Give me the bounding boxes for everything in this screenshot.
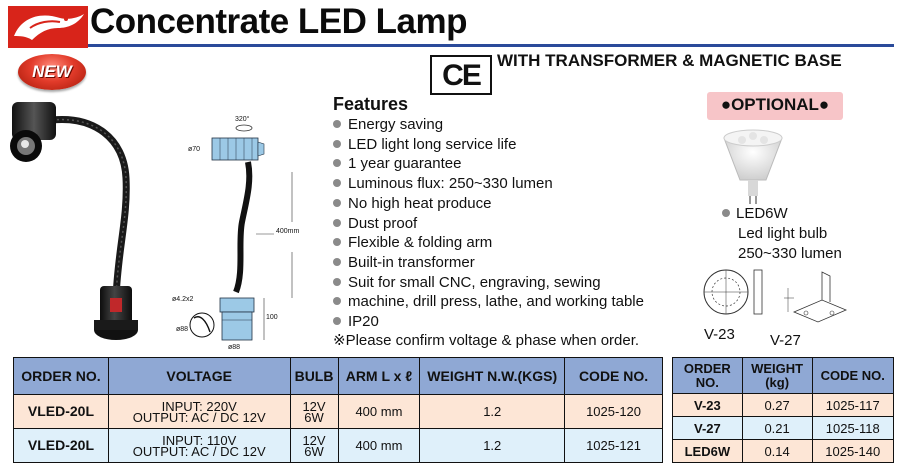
weight-cell: 0.27 bbox=[741, 393, 813, 417]
ce-mark-text: CE bbox=[442, 59, 482, 92]
bullet-icon bbox=[722, 209, 730, 217]
arm-length-label: 400mm bbox=[276, 228, 300, 235]
column-header: WEIGHT N.W.(KGS) bbox=[419, 357, 566, 395]
feature-item: Built-in transformer bbox=[333, 253, 678, 273]
spec-table: ORDER NO. VOLTAGE BULB ARM L x ℓ WEIGHT … bbox=[13, 357, 663, 463]
bullet-icon bbox=[333, 277, 341, 286]
bullet-icon bbox=[333, 257, 341, 266]
weight-cell: 0.14 bbox=[741, 439, 813, 463]
column-header: ARM L x ℓ bbox=[337, 357, 421, 395]
title-underline bbox=[88, 44, 894, 47]
base-diameter-label-2: ø88 bbox=[228, 344, 241, 351]
v23-label: V-23 bbox=[704, 326, 735, 343]
column-header: BULB bbox=[289, 357, 339, 395]
table-row: LED6W 0.14 1025-140 bbox=[672, 439, 894, 463]
bullet-icon bbox=[333, 120, 341, 128]
column-header: VOLTAGE bbox=[107, 357, 291, 395]
code-cell: 1025-118 bbox=[811, 416, 894, 440]
feature-item: Flexible & folding arm bbox=[333, 233, 678, 253]
table-header-row: ORDER NO. VOLTAGE BULB ARM L x ℓ WEIGHT … bbox=[13, 357, 663, 395]
table-row: V-27 0.21 1025-118 bbox=[672, 416, 894, 440]
base-height-label: 100 bbox=[266, 314, 278, 321]
column-header: ORDER NO. bbox=[13, 357, 109, 395]
arm-cell: 400 mm bbox=[337, 394, 421, 429]
order-number-cell: V-23 bbox=[672, 393, 743, 417]
feature-item: 1 year guarantee bbox=[333, 154, 678, 174]
order-number-cell: LED6W bbox=[672, 439, 743, 463]
bullet-icon bbox=[333, 139, 341, 148]
feature-item: IP20 bbox=[333, 312, 678, 332]
feature-item: Energy saving bbox=[333, 115, 678, 135]
ce-mark: CE bbox=[430, 55, 492, 95]
v27-label: V-27 bbox=[770, 332, 801, 349]
arm-cell: 400 mm bbox=[337, 428, 421, 463]
optional-label: ●OPTIONAL● bbox=[720, 95, 830, 114]
bullet-icon bbox=[333, 159, 341, 168]
bullet-icon bbox=[333, 198, 341, 207]
column-header: WEIGHT(kg) bbox=[741, 357, 813, 394]
code-cell: 1025-117 bbox=[811, 393, 894, 417]
feature-item: LED light long service life bbox=[333, 135, 678, 155]
features-list: Energy saving LED light long service lif… bbox=[333, 115, 678, 332]
v23-drawing bbox=[702, 266, 772, 324]
bullet-icon bbox=[333, 179, 341, 188]
column-header: CODE NO. bbox=[811, 357, 894, 394]
weight-cell: 1.2 bbox=[419, 428, 566, 463]
weight-cell: 1.2 bbox=[419, 394, 566, 429]
new-badge-label: NEW bbox=[32, 62, 72, 81]
feature-item: machine, drill press, lathe, and working… bbox=[333, 292, 678, 312]
bulb-name: LED6W bbox=[722, 205, 788, 222]
bulb-description: Led light bulb bbox=[738, 225, 828, 242]
page-title: Concentrate LED Lamp bbox=[90, 2, 468, 41]
new-badge: NEW bbox=[18, 54, 86, 90]
bullet-icon bbox=[333, 238, 341, 247]
bulb-lumen: 250~330 lumen bbox=[738, 245, 842, 262]
order-number-cell: V-27 bbox=[672, 416, 743, 440]
feature-item: Suit for small CNC, engraving, sewing bbox=[333, 273, 678, 293]
cable-diameter-label: ø4.2x2 bbox=[172, 296, 194, 303]
feature-item: Luminous flux: 250~330 lumen bbox=[333, 174, 678, 194]
features-title: Features bbox=[333, 94, 409, 114]
base-diameter-label: ø88 bbox=[176, 326, 189, 333]
bullet-icon bbox=[333, 297, 341, 306]
bullet-icon bbox=[333, 218, 341, 227]
order-number-cell: VLED-20L bbox=[13, 394, 109, 429]
subtitle: WITH TRANSFORMER & MAGNETIC BASE bbox=[497, 51, 842, 70]
lamp-product-image bbox=[4, 98, 164, 348]
head-diameter-label: ø70 bbox=[188, 146, 201, 153]
column-header: CODE NO. bbox=[564, 357, 663, 395]
table-row: V-23 0.27 1025-117 bbox=[672, 393, 894, 417]
order-note: ※Please confirm voltage & phase when ord… bbox=[333, 332, 640, 349]
bullet-icon bbox=[333, 317, 341, 326]
technical-drawing: 320° ø70 400mm ø4.2x2 100 ø88 ø88 bbox=[172, 112, 327, 357]
brand-logo bbox=[8, 6, 88, 48]
weight-cell: 0.21 bbox=[741, 416, 813, 440]
rotation-label: 320° bbox=[235, 116, 250, 123]
code-cell: 1025-120 bbox=[564, 394, 663, 429]
order-number-cell: VLED-20L bbox=[13, 428, 109, 463]
feature-item: Dust proof bbox=[333, 214, 678, 234]
feature-item: No high heat produce bbox=[333, 194, 678, 214]
v27-drawing bbox=[780, 268, 850, 334]
code-cell: 1025-121 bbox=[564, 428, 663, 463]
code-cell: 1025-140 bbox=[811, 439, 894, 463]
led-bulb-image bbox=[718, 128, 788, 204]
optional-banner: ●OPTIONAL● bbox=[707, 92, 843, 120]
